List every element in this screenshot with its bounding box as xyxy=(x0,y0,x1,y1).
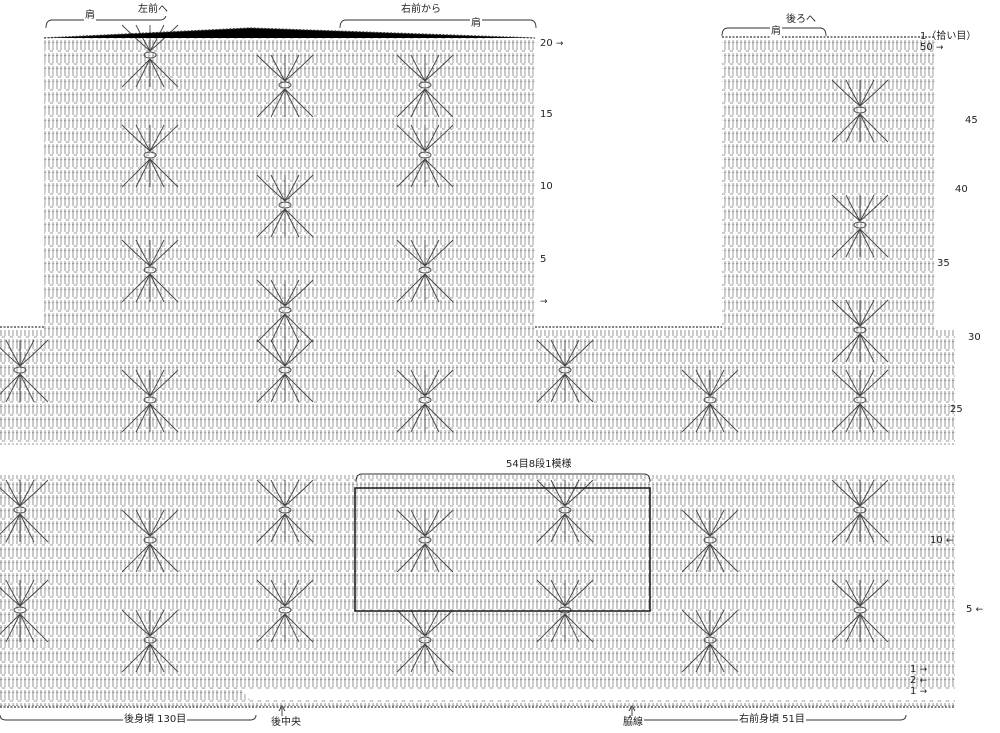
row-number: 20 → xyxy=(540,38,564,49)
fan-motif xyxy=(121,124,179,188)
repeat-label: 54目8段1模様 xyxy=(505,459,573,471)
fan-motif xyxy=(831,369,889,433)
row-number: 25 xyxy=(950,404,963,415)
fan-motif xyxy=(396,509,454,573)
side-line-arrow xyxy=(628,705,636,712)
fan-motif xyxy=(396,369,454,433)
fan-motif xyxy=(256,279,314,343)
body-upper-area xyxy=(0,330,955,445)
fan-motif xyxy=(0,579,49,643)
fan-motif xyxy=(121,509,179,573)
row-arrow-icon: → xyxy=(540,297,548,307)
row-number: 15 xyxy=(540,109,553,120)
fan-motif xyxy=(256,174,314,238)
fan-motif xyxy=(0,339,49,403)
row-number: 30 xyxy=(968,332,981,343)
fan-motif xyxy=(681,509,739,573)
row-number: 1 → xyxy=(910,686,928,697)
row-number: 45 xyxy=(965,115,978,126)
right-shoulder-bracket xyxy=(339,19,537,29)
fan-motif xyxy=(0,479,49,543)
fan-motifs xyxy=(0,24,889,673)
row-number: 1（拾い目） xyxy=(920,31,977,42)
row-number: 5 xyxy=(540,254,547,265)
fan-motif xyxy=(121,24,179,88)
fan-motif xyxy=(831,79,889,143)
fan-motif xyxy=(256,479,314,543)
fan-motif xyxy=(121,609,179,673)
repeat-bracket xyxy=(355,473,651,483)
fan-motif xyxy=(536,339,594,403)
fan-motif xyxy=(256,54,314,118)
repeat-box xyxy=(354,487,651,612)
row-number: 50 → xyxy=(920,42,944,53)
back-center-label: 後中央 xyxy=(270,717,302,729)
side-line-label: 脇線 xyxy=(622,717,644,729)
fan-motif xyxy=(121,239,179,303)
fan-motif xyxy=(256,579,314,643)
fan-motif xyxy=(396,609,454,673)
row-number: 10 xyxy=(540,181,553,192)
fan-motif xyxy=(256,339,314,403)
row-number: 35 xyxy=(937,258,950,269)
row-number: 40 xyxy=(955,184,968,195)
chain-edges xyxy=(0,27,955,708)
shoulder-label-right: 肩 xyxy=(470,18,482,30)
row-number: 1 → xyxy=(910,664,928,675)
fan-motif xyxy=(831,579,889,643)
body-lower-area xyxy=(0,475,955,690)
left-shoulder-bracket xyxy=(45,13,167,29)
right-upper-area xyxy=(722,40,935,330)
fan-motif xyxy=(831,194,889,258)
fan-motif xyxy=(396,124,454,188)
fan-motif xyxy=(396,54,454,118)
fan-motif xyxy=(536,579,594,643)
row-number: 10 ← xyxy=(930,535,954,546)
to-left-front-label: 左前へ xyxy=(137,4,169,16)
fan-motif xyxy=(396,239,454,303)
neck-edge xyxy=(43,27,536,39)
fan-motif xyxy=(681,369,739,433)
right-front-body-label: 右前身頃 51目 xyxy=(738,714,806,726)
row-number: 2 ← xyxy=(910,675,928,686)
fan-motif xyxy=(536,479,594,543)
shoulder-label-back: 肩 xyxy=(770,26,782,38)
fan-motif xyxy=(831,479,889,543)
shoulder-label-left: 肩 xyxy=(84,10,96,22)
back-center-arrow xyxy=(278,705,286,712)
fan-motif xyxy=(831,299,889,363)
stitch-fabric xyxy=(0,30,955,706)
to-back-label: 後ろへ xyxy=(785,14,817,26)
fan-motif xyxy=(121,369,179,433)
back-body-label: 後身頃 130目 xyxy=(123,714,188,726)
row-number: 5 ← xyxy=(966,604,984,615)
foundation-rows xyxy=(0,688,955,706)
front-upper-area xyxy=(44,30,535,330)
fan-motif xyxy=(681,609,739,673)
from-right-front-label: 右前から xyxy=(400,4,442,16)
